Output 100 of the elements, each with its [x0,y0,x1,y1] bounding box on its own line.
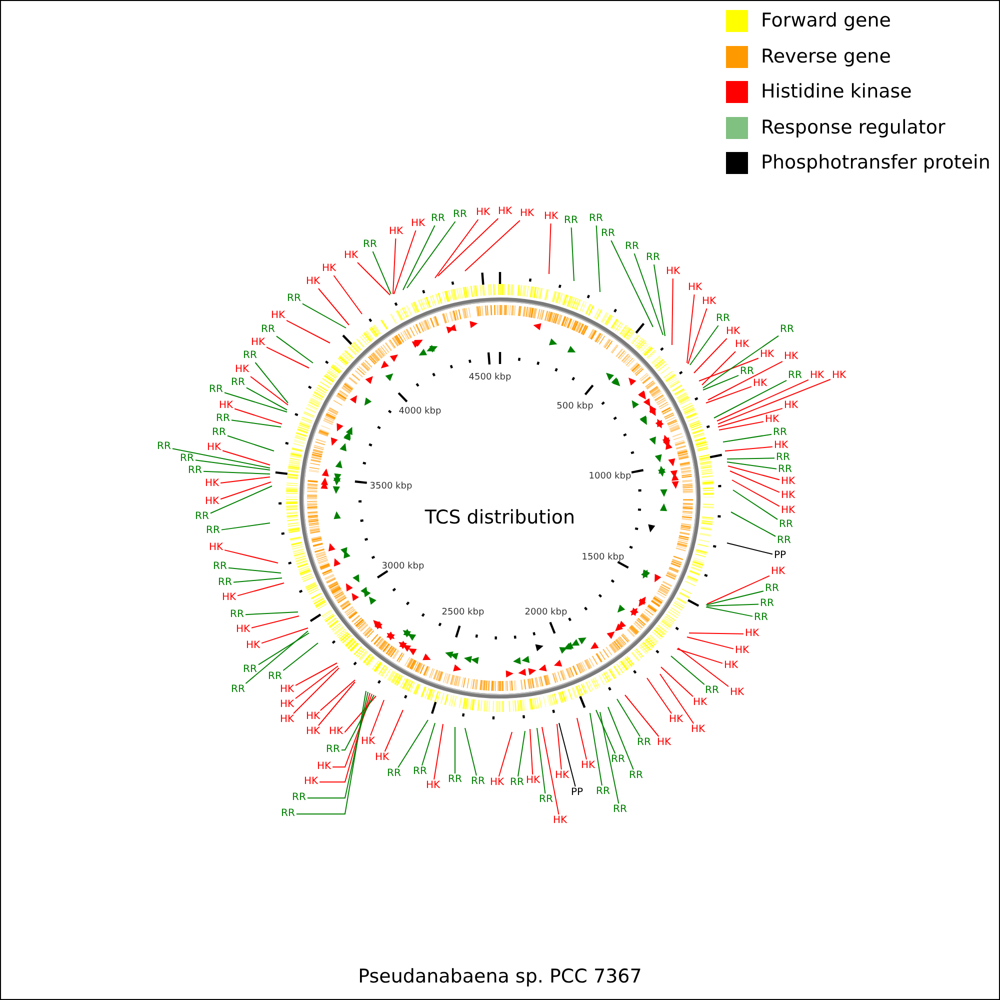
gene-label: HK [280,685,294,695]
gene-label: HK [328,727,344,737]
leader-line [276,336,314,364]
leader-line [319,692,370,782]
gene-label: RR [243,351,257,361]
gene-label: HK [426,781,440,791]
leader-line [718,421,764,430]
leader-line [194,460,270,470]
gene-label: HK [204,497,220,507]
gene-label: RR [765,584,779,594]
gene-label: HK [734,340,750,350]
leader-line [536,728,546,794]
leader-line [232,578,282,583]
gene-label: RR [213,562,227,572]
leader-line [530,728,534,775]
leader-line [222,450,270,466]
leader-line [688,632,744,634]
leader-line [660,674,694,724]
leader-line [732,480,780,507]
leader-line [596,710,616,754]
map-title: TCS distribution [424,508,576,528]
leader-line [230,420,282,428]
leader-line [706,604,760,606]
leader-line [202,470,270,474]
legend-label: Forward gene [761,10,891,32]
gene-label: HK [360,737,376,747]
gene-label: HK [246,641,260,651]
leader-line [306,692,368,798]
leader-line [732,490,778,520]
gene-label: HK [692,698,708,708]
gene-label: HK [280,700,294,710]
gene-label: HK [476,208,490,218]
leader-line [722,434,772,442]
gene-label: RR [218,578,232,588]
gene-label: RR [740,367,754,377]
gene-label: HK [322,264,336,274]
leader-line [464,728,477,776]
leader-line [370,700,384,736]
gene-label: HK [204,479,220,489]
gene-label: RR [776,453,790,463]
leader-line [646,678,672,714]
legend-label: Histidine kinase [761,82,912,102]
leader-line [698,358,759,382]
leader-line [590,712,602,786]
leader-line [706,606,754,617]
leader-line [237,582,284,596]
leader-line [634,253,664,336]
gene-label: RR [596,787,610,797]
gene-label: HK [774,441,788,451]
gene-label: HK [832,371,846,381]
leader-line [220,476,270,484]
gene-label: RR [195,512,209,522]
gene-label: HK [668,715,684,725]
gene-label: RR [625,242,639,252]
gene-label: RR [431,214,445,224]
leader-line [726,458,776,460]
gene-label: HK [770,567,786,577]
gene-label: HK [580,761,596,771]
leader-line [686,636,734,650]
gene-label: HK [764,415,780,425]
gene-label: RR [780,325,794,335]
gene-label: HK [306,727,320,737]
leader-line [718,378,831,424]
legend-label: Response regulator [761,117,946,138]
leader-line [702,335,780,388]
gene-label: RR [564,216,578,226]
leader-line [320,680,356,711]
gene-label: RR [231,378,245,388]
gene-label: RR [777,536,791,546]
leader-line [576,718,587,760]
leader-line [730,512,776,537]
leader-line [726,462,778,470]
leader-line [556,724,562,770]
leader-line [293,668,340,714]
leader-line [357,262,390,296]
legend-label: Reverse gene [761,46,891,67]
gene-label: HK [784,401,798,411]
scale-label: 2500 kbp [442,608,484,618]
gene-label: RR [261,325,275,335]
leader-line [690,325,719,366]
leader-line [610,240,654,328]
leader-line [706,590,764,606]
gene-label: HK [688,283,702,293]
gene-label: HK [780,506,796,516]
leader-line [245,630,308,684]
gene-label: HK [554,771,570,781]
leader-line [706,386,752,404]
leader-line [261,628,308,644]
leader-line [258,632,310,666]
gene-label: RR [188,466,202,476]
gene-label: HK [760,350,774,360]
leader-line [224,550,278,564]
gene-label: RR [510,778,524,788]
gene-label: RR [363,240,377,250]
leader-line [224,392,288,412]
leader-line [518,730,526,777]
gene-label: RR [716,314,730,324]
leader-line [600,712,620,804]
leader-line [344,696,376,732]
leader-line [702,351,736,386]
